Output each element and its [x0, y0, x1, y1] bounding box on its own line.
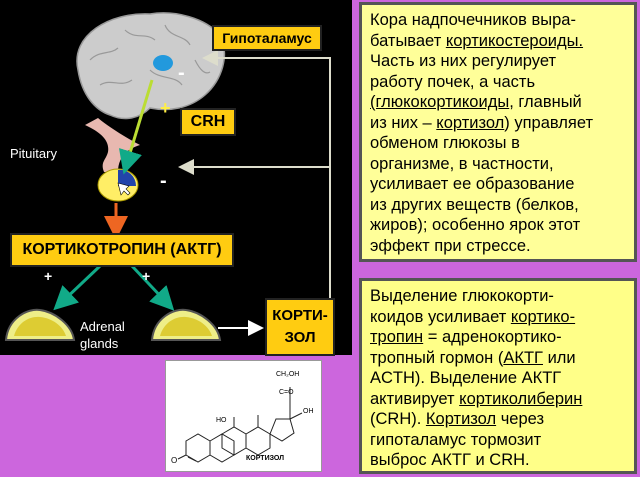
text-line: из них – кортизол) управляет: [370, 113, 594, 132]
text-line: работу почек, а часть: [370, 72, 536, 91]
formula-drawing: [177, 387, 303, 463]
formula-name: КОРТИЗОЛ: [246, 455, 285, 462]
text-line: усиливает ее образование: [370, 175, 575, 193]
feedback-hypothalamus-arrow: [202, 50, 331, 300]
acth-label: КОРТИКОТРОПИН (АКТГ): [10, 233, 234, 267]
text-line: коидов усиливает кортико-: [370, 307, 576, 326]
text-line: выброс АКТГ и CRH.: [370, 451, 530, 469]
pituitary-label: Pituitary: [10, 146, 57, 161]
text-line: тропин = адренокортико-: [370, 328, 562, 346]
adrenal-label-line1: Adrenal: [80, 319, 125, 334]
formula-ch2oh: CH₂OH: [276, 371, 300, 378]
adrenal-gland-left: [4, 308, 76, 341]
formula-ho: HO: [216, 417, 227, 424]
text-line: Выделение глюкокорти-: [370, 287, 554, 305]
adrenal-gland-right: [150, 308, 222, 341]
cortisol-label-line1: КОРТИ-: [272, 307, 328, 324]
formula-co: C=O: [279, 389, 294, 396]
adrenal-glands-label: Adrenal glands: [80, 318, 125, 352]
formula-oh: OH: [303, 408, 314, 415]
text-line: батывает кортикостероиды.: [370, 31, 584, 50]
text-line: Кора надпочечников выра-: [370, 11, 576, 29]
text-line: ACTH). Выделение АКТГ: [370, 369, 562, 387]
hypothalamus-label: Гипоталамус: [212, 25, 322, 51]
right-adrenal-arrow: [130, 264, 175, 311]
crh-arrow: [118, 79, 154, 175]
text-line: (CRH). Кортизол через: [370, 410, 545, 428]
text-line: из других веществ (белков,: [370, 195, 579, 214]
description-bottom: Выделение глюкокорти- коидов усиливает к…: [359, 278, 637, 474]
crh-label: CRH: [180, 108, 236, 136]
left-adrenal-arrow: [53, 264, 102, 311]
cortisol-label: КОРТИ- ЗОЛ: [265, 298, 335, 356]
description-top: Кора надпочечников выра- батывает кортик…: [359, 2, 637, 262]
pituitary-illustration: [85, 118, 140, 202]
text-line: гипоталамус тормозит: [370, 430, 542, 449]
text-line: (глюкокортикоиды, главный: [370, 93, 582, 111]
text-line: активирует кортиколиберин: [370, 389, 583, 408]
text-line: тропный гормон (АКТГ или: [370, 348, 576, 367]
adrenal-left-plus-sign: +: [44, 268, 53, 284]
text-line: обменом глюкозы в: [370, 134, 520, 152]
text-line: организме, в частности,: [370, 154, 554, 173]
cortisol-label-line2: ЗОЛ: [284, 329, 316, 346]
text-line: Часть из них регулирует: [370, 52, 557, 70]
text-line: эффект при стрессе.: [370, 236, 531, 255]
formula-o: O: [171, 456, 178, 465]
adrenal-right-plus-sign: +: [142, 268, 151, 284]
brain-illustration: [76, 12, 226, 120]
pituitary-minus-sign: -: [160, 170, 167, 192]
cortisol-structural-formula: CH₂OH C=O OH HO O КОРТИЗОЛ: [165, 360, 322, 472]
cursor-icon: [117, 182, 131, 196]
crh-plus-sign: +: [160, 98, 171, 118]
adrenal-label-line2: glands: [80, 336, 119, 351]
text-line: жиров); особенно ярок этот: [370, 216, 581, 234]
hypothalamus-marker: [153, 55, 173, 71]
hypothalamus-minus-sign: -: [178, 62, 185, 84]
